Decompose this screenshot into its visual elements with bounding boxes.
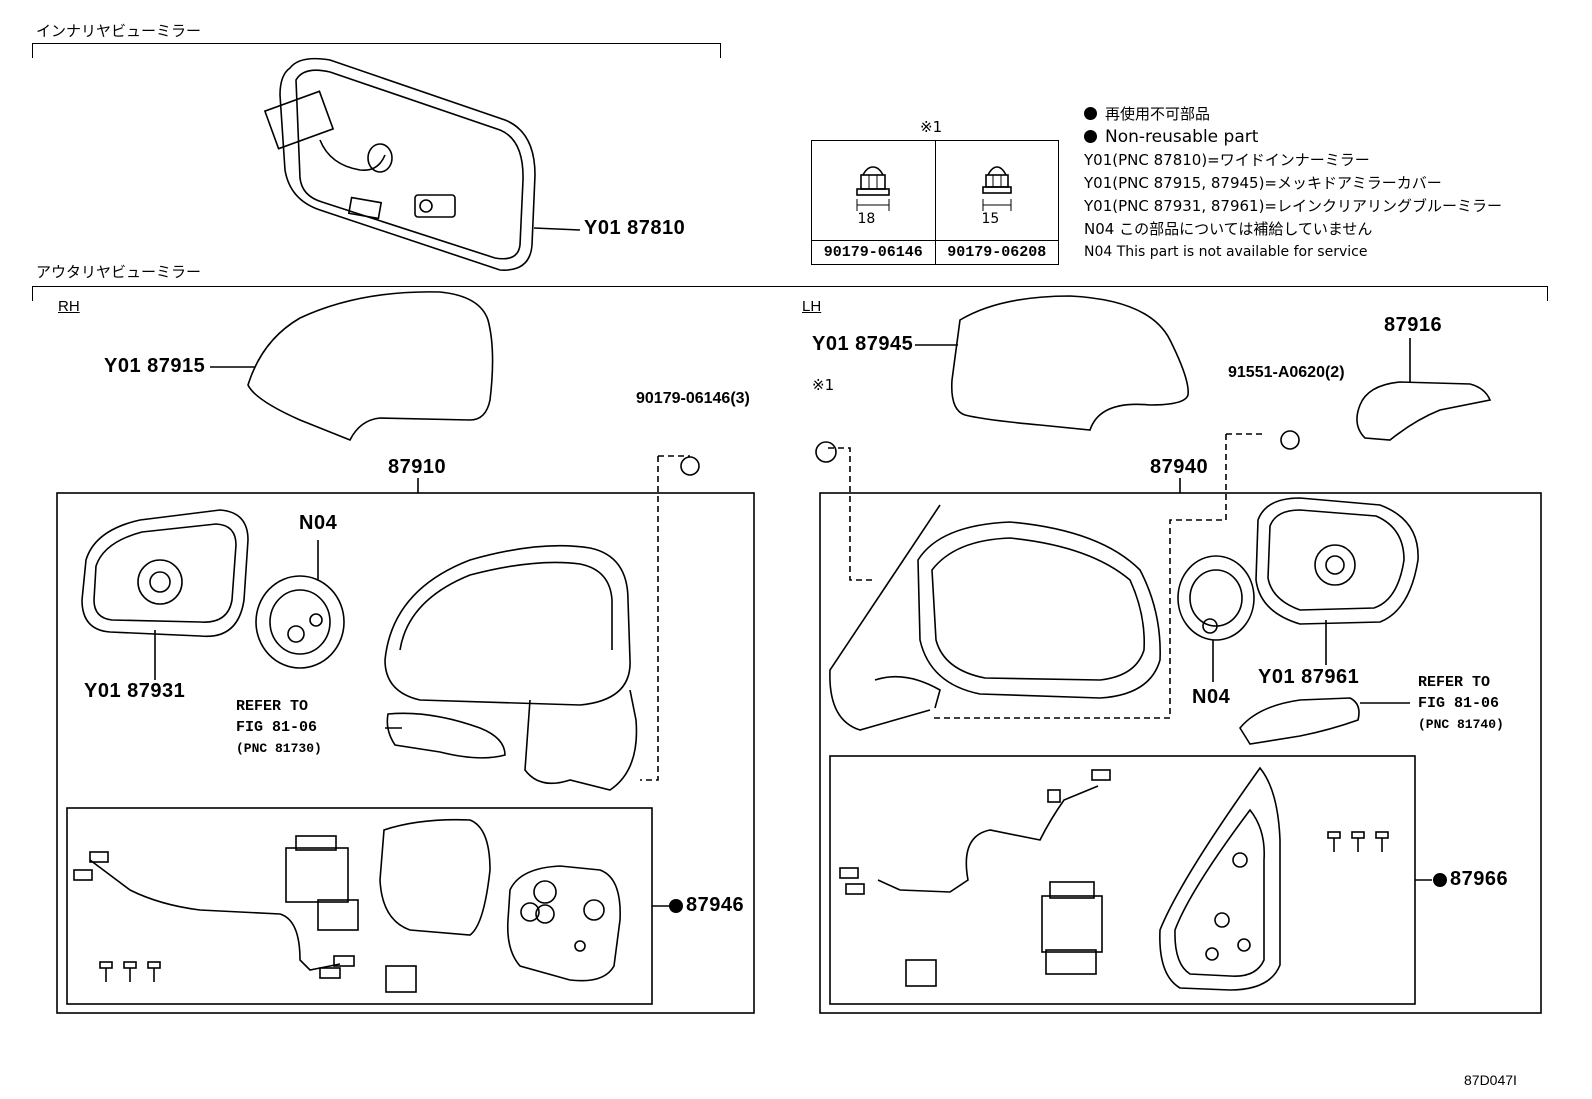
lh-refer-line-2: FIG 81-06 [1418,695,1500,712]
rh-mirror-housing-drawing [384,544,638,791]
legend-line-3: Y01(PNC 87810)=ワイドインナーミラー [1084,151,1370,169]
lh-note-mark: ※1 [812,376,835,394]
lh-cover-part-number: Y01 87945 [812,333,914,355]
non-reusable-bullet-icon [1084,130,1097,143]
outer-mirror-section-title: アウタリヤビューミラー [36,263,202,281]
rh-nut-part-number: 90179-06146(3) [636,390,750,407]
legend-line-1: 再使用不可部品 [1084,103,1502,126]
rh-refer-line-3: (PNC 81730) [236,741,322,756]
rh-actuator-drawing [255,540,345,669]
rh-mirror-glass-drawing [81,509,249,680]
legend: 再使用不可部品 Non-reusable part Y01(PNC 87810)… [1084,103,1502,264]
lh-kit-part-number: 87966 [1450,868,1509,890]
rh-cover-part-number: Y01 87915 [104,355,206,377]
nut-cell-2: 15 [934,140,1059,241]
rh-turn-lamp-drawing [386,712,506,759]
lh-mirror-cover-drawing [915,295,1189,431]
inner-mirror-drawing [263,57,581,271]
rh-kit-parts-drawing [73,818,621,993]
nut-size-18: 18 [857,210,876,227]
nut-table-note-mark: ※1 [920,118,943,136]
rh-kit-part-number: 87946 [686,894,745,916]
legend-line-7: N04 This part is not available for servi… [1084,244,1368,260]
lh-screw-part-number: 91551-A0620(2) [1228,364,1345,381]
hex-nut-icon [981,166,1012,211]
lh-refer-line-3: (PNC 81740) [1418,717,1504,732]
inner-mirror-section-title: インナリヤビューミラー [36,22,202,40]
inner-mirror-part-number: Y01 87810 [584,217,686,239]
lh-mirror-glass-drawing [1255,497,1419,665]
legend-line-2: Non-reusable part [1084,126,1502,149]
lh-kit-parts-drawing [839,766,1389,991]
lh-turn-lamp-drawing [1239,697,1410,745]
lh-n04-label: N04 [1192,686,1231,708]
rh-refer-line-1: REFER TO [236,698,309,715]
nut-size-15: 15 [981,210,1000,227]
outer-mirror-section-bracket [32,286,1548,301]
nut-table: 18 15 90179-06146 90179-06208 [811,140,1059,265]
rh-label: RH [58,298,80,315]
lh-label: LH [802,298,822,315]
lh-bracket-part-number: 87916 [1384,314,1443,336]
inner-mirror-section-bracket [32,43,721,58]
non-reusable-bullet-icon [1084,107,1097,120]
rh-refer-line-2: FIG 81-06 [236,719,318,736]
nut-part-1: 90179-06146 [811,240,936,265]
lh-mirror-housing-drawing [829,504,1161,731]
lh-assembly-part-number: 87940 [1150,456,1209,478]
figure-id: 87D047I [1464,1072,1517,1088]
bracket-87916-drawing [1356,338,1492,441]
legend-line-5: Y01(PNC 87931, 87961)=レインクリアリングブルーミラー [1084,197,1503,215]
lh-refer-line-1: REFER TO [1418,674,1491,691]
rh-assembly-part-number: 87910 [388,456,447,478]
legend-line-4: Y01(PNC 87915, 87945)=メッキドアミラーカバー [1084,174,1442,192]
legend-line-6: N04 この部品については補給していません [1084,220,1373,238]
nut-part-2: 90179-06208 [934,240,1059,265]
hex-nut-icon [856,166,891,211]
rh-n04-label: N04 [299,512,338,534]
lh-actuator-drawing [1177,555,1255,682]
lh-mirror-part-number: Y01 87961 [1258,666,1360,688]
rh-mirror-part-number: Y01 87931 [84,680,186,702]
rh-mirror-cover-drawing [210,291,494,442]
